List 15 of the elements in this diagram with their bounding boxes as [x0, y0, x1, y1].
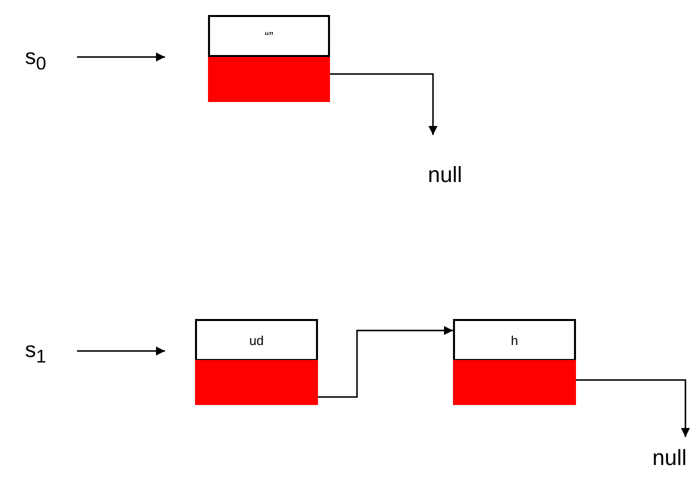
node-value: h: [453, 319, 576, 361]
arrow: [77, 346, 165, 356]
arrow: [576, 379, 690, 437]
node-value: ud: [195, 319, 318, 361]
null-label: null: [428, 162, 462, 188]
arrow: [330, 73, 438, 135]
pointer-field: [208, 57, 330, 102]
null-label: null: [652, 445, 687, 471]
arrow: [318, 326, 453, 398]
variable-label: s$_{1}$: [25, 336, 46, 368]
variable-label: s$_{0}$: [25, 44, 46, 74]
pointer-field: [453, 360, 576, 405]
node-value: “”: [208, 15, 330, 57]
arrow: [77, 52, 165, 62]
pointer-field: [195, 360, 318, 405]
